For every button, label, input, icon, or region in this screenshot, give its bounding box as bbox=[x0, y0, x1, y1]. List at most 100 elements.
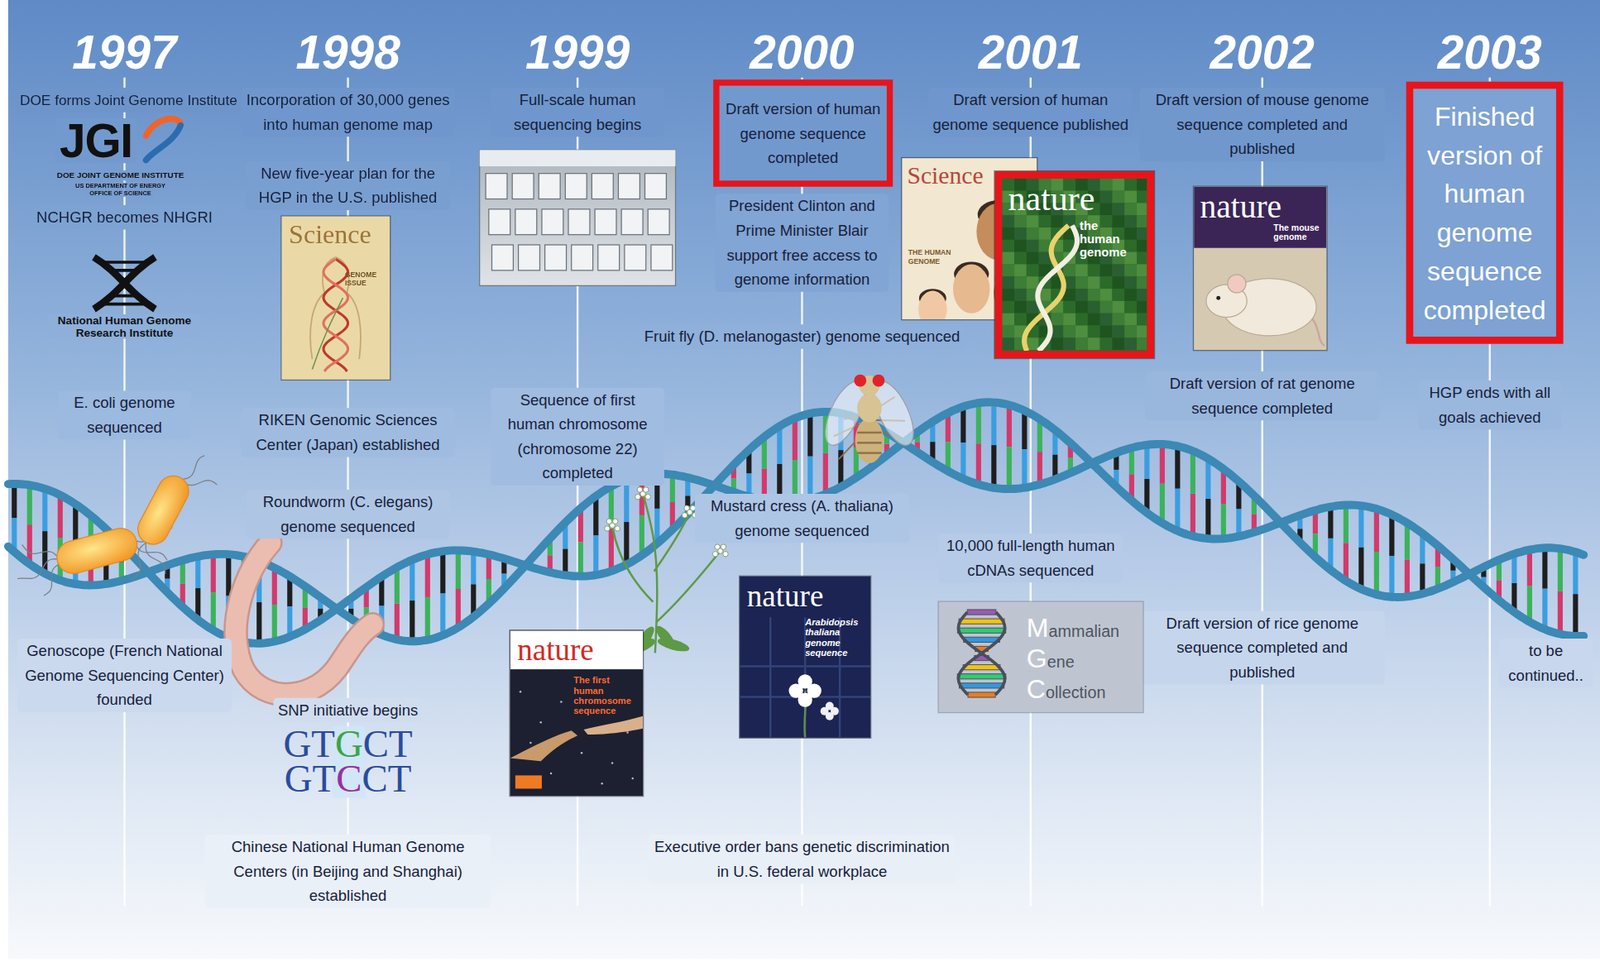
star bbox=[519, 690, 522, 693]
hand bbox=[584, 716, 644, 735]
label-holder: to be continued.. bbox=[1499, 638, 1593, 688]
base-pair bbox=[976, 402, 982, 444]
plant-flower bbox=[604, 526, 610, 532]
logo-text: JGI bbox=[55, 118, 137, 163]
event-label: President Clinton and Prime Minister Bla… bbox=[715, 193, 890, 292]
mosaic-tile bbox=[1100, 313, 1113, 326]
sequence-letter: T bbox=[312, 756, 337, 800]
star bbox=[626, 731, 628, 733]
mosaic-tile bbox=[1136, 337, 1147, 350]
nhgri-bar bbox=[110, 268, 139, 273]
mosaic-tile bbox=[1100, 337, 1113, 350]
base-pair bbox=[1144, 445, 1150, 480]
mosaic-tile bbox=[1063, 325, 1076, 338]
base-pair bbox=[394, 603, 400, 640]
mosaic-tile bbox=[1087, 276, 1101, 289]
sequencer-machine bbox=[515, 209, 537, 235]
mosaic-tile bbox=[1014, 227, 1027, 240]
label-holder: Full-scale human sequencing begins bbox=[490, 87, 665, 137]
lab-photo bbox=[479, 149, 676, 286]
label-holder: RIKEN Genomic Sciences Center (Japan) es… bbox=[240, 407, 456, 457]
base-pair bbox=[409, 560, 415, 601]
base-pair bbox=[823, 453, 829, 495]
base-pair bbox=[27, 484, 33, 525]
sequence-letter: C bbox=[362, 756, 389, 800]
base-pair bbox=[1006, 446, 1012, 489]
mosaic-tile bbox=[1100, 178, 1113, 192]
mosaic-tile bbox=[1111, 191, 1125, 204]
sequencer-machine bbox=[591, 173, 614, 200]
label-holder: Incorporation of 30,000 genes into human… bbox=[240, 87, 456, 137]
plant-flower bbox=[681, 512, 687, 518]
star bbox=[631, 777, 633, 780]
sequencer-machine bbox=[624, 244, 647, 271]
initial-letter: M bbox=[1026, 612, 1050, 643]
flagellum bbox=[134, 542, 168, 561]
base-pair bbox=[455, 550, 461, 590]
label-holder: DOE JOINT GENOME INSTITUTE bbox=[43, 162, 197, 182]
mosaic-tile bbox=[1087, 288, 1101, 302]
mosaic-tile bbox=[1026, 252, 1040, 265]
cover-sticker bbox=[515, 775, 542, 789]
mosaic-tile bbox=[1014, 288, 1027, 302]
mosaic-tile bbox=[1124, 301, 1137, 314]
base-pair bbox=[470, 551, 476, 585]
event-label: SNP initiative begins bbox=[273, 698, 422, 724]
mosaic-tile bbox=[1136, 288, 1147, 302]
photo-frame bbox=[479, 149, 676, 286]
box-title: nature bbox=[739, 576, 871, 614]
mosaic-tile bbox=[1014, 239, 1027, 253]
sequencer-machine bbox=[621, 209, 643, 235]
collection-panel: Mammalian Gene Collection bbox=[938, 602, 1144, 713]
year-label: 1999 bbox=[521, 26, 634, 78]
plant-stem bbox=[656, 550, 721, 623]
base-pair bbox=[593, 535, 599, 575]
label-holder: Sequence of first human chromosome (chro… bbox=[490, 388, 665, 486]
mosaic-tile bbox=[1124, 276, 1137, 289]
base-pair bbox=[1557, 591, 1563, 635]
label-holder: 2003 bbox=[1408, 26, 1572, 78]
mosaic-tile bbox=[1136, 239, 1147, 253]
plant-flower bbox=[637, 487, 642, 493]
base-pair bbox=[225, 554, 231, 596]
plant-flower bbox=[720, 544, 726, 550]
cover-helix bbox=[1024, 225, 1069, 352]
mosaic-tile bbox=[1050, 325, 1064, 338]
base-pair bbox=[1221, 503, 1227, 539]
mosaic-tile bbox=[1124, 337, 1137, 350]
base-pair bbox=[1542, 547, 1548, 589]
event-label: Draft version of human genome sequence p… bbox=[928, 87, 1133, 137]
mosaic-tile bbox=[1001, 325, 1015, 338]
star bbox=[580, 752, 583, 754]
label-holder: DOE forms Joint Genome Institute bbox=[5, 87, 251, 113]
cover-helix bbox=[1037, 225, 1078, 352]
mosaic-tile bbox=[1124, 191, 1137, 204]
base-pair bbox=[578, 542, 584, 577]
base-pair bbox=[57, 495, 63, 538]
timeline-rules bbox=[124, 77, 1490, 907]
base-pair bbox=[1174, 488, 1180, 532]
fly-stripe bbox=[857, 451, 882, 454]
label-holder: Draft version of mouse genome sequence c… bbox=[1140, 87, 1385, 162]
event-label: DOE forms Joint Genome Institute bbox=[15, 87, 242, 113]
roundworm bbox=[235, 542, 373, 695]
base-pair bbox=[623, 522, 629, 565]
sequencer-machine bbox=[541, 209, 564, 235]
base-pair bbox=[1389, 555, 1395, 598]
event-label: Executive order bans genetic discriminat… bbox=[648, 834, 955, 884]
event-label: New five-year plan for the HGP in the U.… bbox=[245, 161, 451, 211]
mosaic-tile bbox=[1124, 325, 1137, 338]
base-pair bbox=[440, 593, 446, 636]
timeline-rule bbox=[123, 77, 125, 907]
base-pair bbox=[1557, 548, 1563, 592]
mosaic-tile bbox=[1063, 263, 1076, 277]
mosaic-tile bbox=[1100, 288, 1113, 302]
base-pair bbox=[1190, 493, 1196, 537]
plant-flower bbox=[606, 518, 612, 524]
event-label: 10,000 full-length human cDNAs sequenced bbox=[938, 533, 1123, 583]
mosaic-tile bbox=[1087, 301, 1101, 314]
base-pair bbox=[1404, 560, 1410, 598]
mosaic-tile bbox=[1111, 288, 1125, 302]
mosaic-tile bbox=[1111, 337, 1125, 350]
sequencer-machine bbox=[594, 209, 617, 235]
